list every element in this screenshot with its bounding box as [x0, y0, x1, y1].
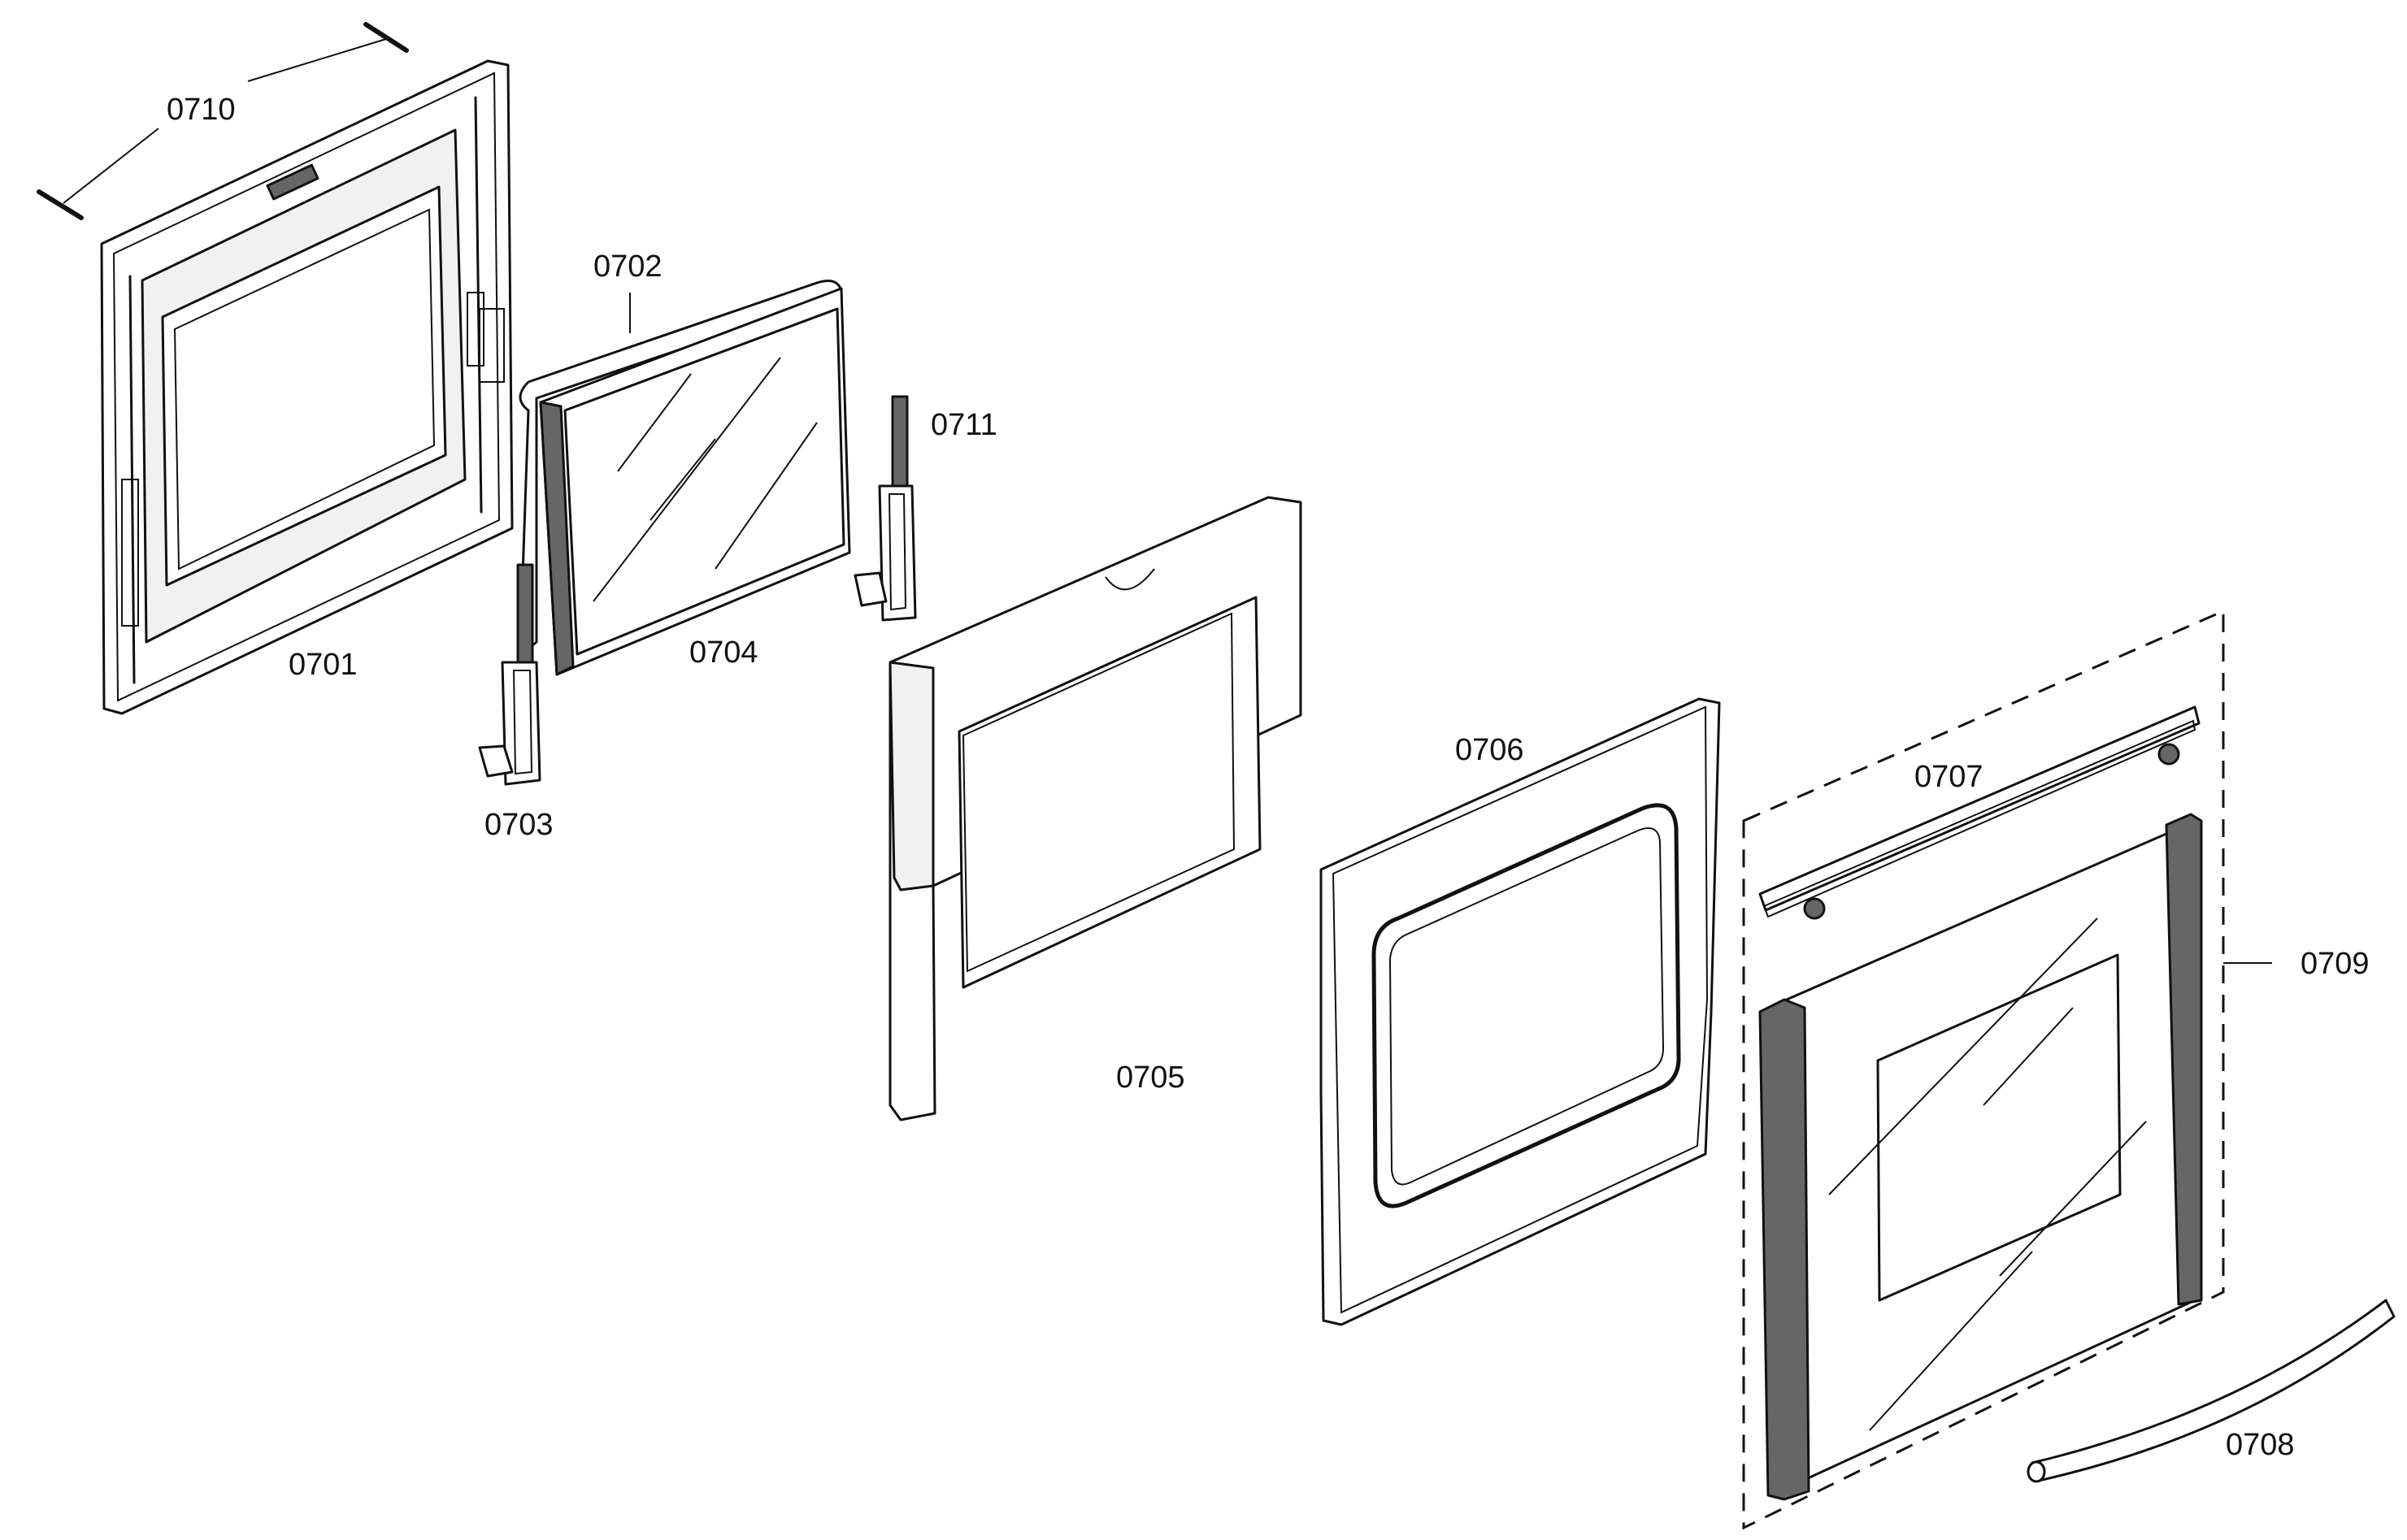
label-0706: 0706 — [1455, 733, 1524, 767]
part-0709-outer-door-assembly — [1742, 609, 2272, 1530]
part-0706-inner-panel — [1319, 697, 1721, 1326]
part-0707-vent-trim — [1758, 705, 2201, 920]
part-0709-outer-door-glass — [1758, 813, 2203, 1501]
label-0701: 0701 — [289, 648, 358, 682]
label-0702: 0702 — [593, 249, 663, 284]
part-0704-glass-pack — [539, 287, 851, 676]
part-0710-pins — [37, 22, 409, 220]
label-0710: 0710 — [167, 93, 236, 127]
label-0707: 0707 — [1914, 760, 1983, 794]
part-0703-hinge-left — [478, 563, 541, 786]
label-0705: 0705 — [1116, 1061, 1185, 1095]
label-0711: 0711 — [931, 408, 997, 442]
part-0705-insulation — [889, 496, 1302, 1121]
label-0703: 0703 — [484, 808, 554, 842]
part-0708-handle — [2027, 1299, 2396, 1483]
label-0704: 0704 — [689, 636, 758, 670]
label-0709: 0709 — [2301, 947, 2370, 981]
label-0708: 0708 — [2226, 1428, 2295, 1462]
part-0701-door-frame — [100, 59, 514, 715]
part-0711-hinge-right — [854, 395, 917, 622]
